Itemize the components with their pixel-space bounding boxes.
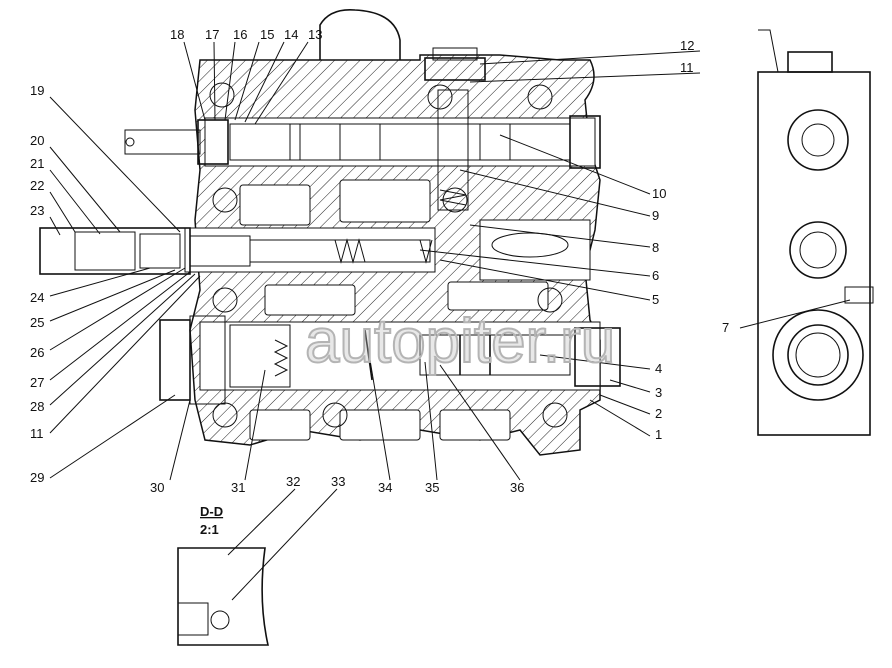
label: 21	[30, 156, 44, 171]
label: 19	[30, 83, 44, 98]
top-plug	[424, 47, 486, 81]
label: 7	[722, 320, 729, 335]
label: 36	[510, 480, 524, 495]
label: 13	[308, 27, 322, 42]
label: 24	[30, 290, 44, 305]
label: 8	[652, 240, 659, 255]
label: 25	[30, 315, 44, 330]
side-view	[757, 29, 874, 436]
watermark: autopiter.ru	[305, 307, 615, 376]
label: 1	[655, 427, 662, 442]
label: 29	[30, 470, 44, 485]
label: 15	[260, 27, 274, 42]
label: 22	[30, 178, 44, 193]
label: 14	[284, 27, 298, 42]
label: 2	[655, 406, 662, 421]
label: 30	[150, 480, 164, 495]
label: 5	[652, 292, 659, 307]
label: 20	[30, 133, 44, 148]
label: 33	[331, 474, 345, 489]
detail-d-d: D-D 2:1	[177, 504, 269, 646]
section-title: D-D	[200, 504, 223, 519]
label: 12	[680, 38, 694, 53]
label: 35	[425, 480, 439, 495]
label: 4	[655, 361, 662, 376]
label: 10	[652, 186, 666, 201]
label: 34	[378, 480, 392, 495]
upper-spool	[124, 89, 601, 211]
middle-spool	[39, 227, 433, 275]
label: 28	[30, 399, 44, 414]
label: 27	[30, 375, 44, 390]
label: 9	[652, 208, 659, 223]
label: 23	[30, 203, 44, 218]
label: 6	[652, 268, 659, 283]
label: 17	[205, 27, 219, 42]
lower-spool	[159, 315, 621, 405]
label: 31	[231, 480, 245, 495]
label: 11	[680, 60, 694, 75]
label: 3	[655, 385, 662, 400]
label: 11	[30, 426, 44, 441]
leader-lines	[49, 41, 851, 601]
label: 16	[233, 27, 247, 42]
section-scale: 2:1	[200, 522, 219, 537]
valve-body-section	[184, 8, 601, 456]
label: 32	[286, 474, 300, 489]
label: 26	[30, 345, 44, 360]
part-number-labels: 18 17 16 15 14 13 12 11 10 9 8 6 5 7 4 3…	[30, 27, 729, 495]
label: 18	[170, 27, 184, 42]
